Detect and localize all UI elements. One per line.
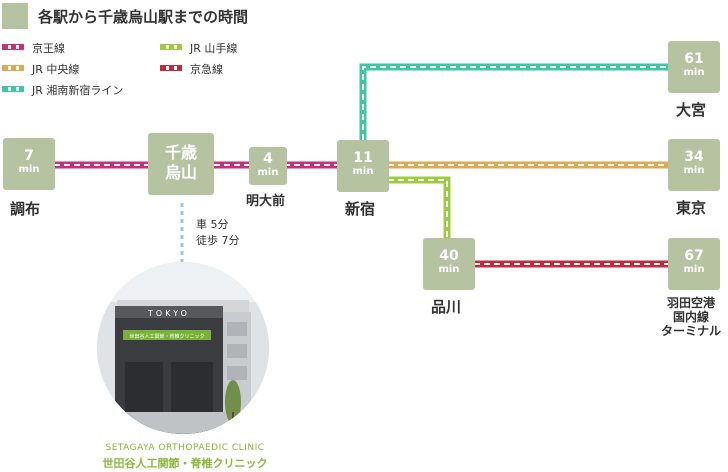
station-name-haneda-line1: 羽田空港 — [666, 296, 715, 310]
legend-swatch-keikyu — [160, 65, 182, 71]
legend-swatch-keio — [2, 44, 24, 50]
title-swatch — [2, 3, 28, 29]
clinic-sign-text: TOKYO — [147, 309, 190, 318]
station-box-chitose-karasuyama: 千歳 烏山 — [148, 133, 214, 195]
minutes-shinjuku: 11 — [353, 150, 373, 166]
minutes-haneda: 67 — [684, 248, 704, 264]
shonan-shinjuku-line — [359, 63, 668, 140]
station-name-chitose-line2: 烏山 — [164, 163, 197, 182]
station-box-haneda: 67 min — [668, 238, 720, 290]
station-name-shinjuku: 新宿 — [345, 200, 376, 218]
access-info: 車 5分 徒歩 7分 — [196, 217, 240, 249]
page-title: 各駅から千歳烏山駅までの時間 — [38, 8, 249, 26]
unit-shinagawa: min — [438, 264, 460, 275]
station-name-tokyo: 東京 — [676, 199, 707, 217]
clinic-name-en: SETAGAYA ORTHOPAEDIC CLINIC — [105, 443, 265, 453]
station-name-haneda: 羽田空港 国内線 ターミナル — [654, 296, 728, 338]
clinic-sign-green: 世田谷人工関節・脊椎クリニック — [129, 333, 204, 340]
legend-swatch-shonan — [2, 86, 24, 92]
minutes-shinagawa: 40 — [439, 248, 459, 264]
station-name-chofu: 調布 — [10, 200, 41, 218]
station-name-chitose-line1: 千歳 — [164, 143, 197, 162]
station-name-haneda-line2: 国内線 — [672, 310, 709, 324]
station-name-meidaimae: 明大前 — [246, 194, 286, 209]
station-box-chofu: 7 min — [3, 138, 55, 190]
unit-haneda: min — [683, 264, 705, 275]
legend-label-keio: 京王線 — [32, 42, 65, 55]
legend-label-shonan: JR 湘南新宿ライン — [32, 84, 124, 97]
minutes-omiya: 61 — [684, 51, 704, 67]
legend-swatch-yamanote — [160, 44, 182, 50]
legend-label-chuo: JR 中央線 — [32, 63, 80, 76]
station-name-shinagawa: 品川 — [431, 298, 462, 316]
station-name-omiya: 大宮 — [676, 101, 707, 119]
station-box-omiya: 61 min — [668, 41, 720, 93]
clinic-photo: TOKYO 世田谷人工関節・脊椎クリニック — [97, 262, 269, 434]
station-box-shinagawa: 40 min — [423, 238, 475, 290]
unit-shinjuku: min — [352, 166, 374, 177]
clinic-name-jp: 世田谷人工関節・脊椎クリニック — [102, 457, 268, 470]
yamanote-line — [388, 176, 451, 238]
station-box-tokyo: 34 min — [668, 139, 720, 191]
station-box-shinjuku: 11 min — [337, 140, 389, 192]
legend-label-keikyu: 京急線 — [190, 63, 223, 76]
station-name-haneda-line3: ターミナル — [660, 324, 721, 338]
clinic-building-illustration: TOKYO 世田谷人工関節・脊椎クリニック — [97, 262, 269, 434]
minutes-meidaimae: 4 — [263, 151, 273, 167]
unit-meidaimae: min — [257, 167, 279, 178]
legend-label-yamanote: JR 山手線 — [190, 42, 238, 55]
unit-chofu: min — [18, 164, 40, 175]
station-box-meidaimae: 4 min — [249, 147, 287, 185]
minutes-chofu: 7 — [24, 148, 34, 164]
unit-tokyo: min — [683, 165, 705, 176]
access-car: 車 5分 — [196, 218, 229, 231]
access-walk: 徒歩 7分 — [196, 234, 240, 247]
legend-swatch-chuo — [2, 65, 24, 71]
unit-omiya: min — [683, 67, 705, 78]
minutes-tokyo: 34 — [684, 149, 704, 165]
